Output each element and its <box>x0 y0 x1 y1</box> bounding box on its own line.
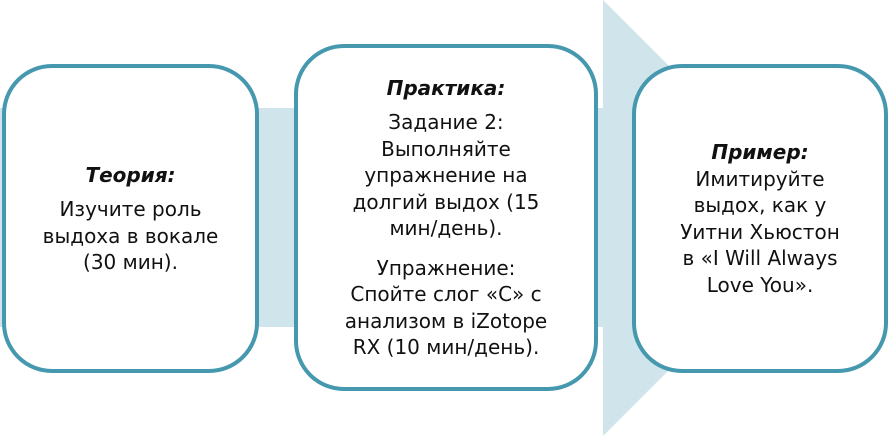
text-line: мин/день). <box>389 216 503 240</box>
text-line: Love You». <box>706 272 814 297</box>
practice-box: Практика: Задание 2: Выполняйте упражнен… <box>294 44 598 391</box>
example-box: Пример: Имитируйте выдох, как у Уитни Хь… <box>632 64 888 373</box>
example-text: Имитируйте выдох, как у Уитни Хьюстон в … <box>680 166 840 299</box>
text-line: выдоха в вокале <box>42 223 219 248</box>
text-line: долгий выдох (15 <box>352 189 540 214</box>
practice-task: Задание 2: Выполняйте упражнение на долг… <box>353 109 540 242</box>
text-line: упражнение на <box>364 163 528 187</box>
text-line: (30 мин). <box>83 250 178 274</box>
text-line: Выполняйте <box>381 136 511 161</box>
text-line: Упражнение: <box>376 255 516 280</box>
text-line: Спойте слог «С» с <box>350 282 542 306</box>
text-line: Уитни Хьюстон <box>680 219 840 244</box>
practice-title: Практика: <box>386 75 506 100</box>
text-line: Имитируйте <box>695 166 825 191</box>
practice-exercise: Упражнение: Спойте слог «С» с анализом в… <box>345 255 547 361</box>
theory-title: Теория: <box>85 162 176 187</box>
text-line: RX (10 мин/день). <box>352 335 540 359</box>
text-line: Изучите роль <box>59 197 202 221</box>
text-line: в «I Will Always <box>682 246 838 270</box>
text-line: Задание 2: <box>388 110 504 134</box>
theory-box: Теория: Изучите роль выдоха в вокале (30… <box>2 64 259 373</box>
text-line: анализом в iZotope <box>344 308 548 333</box>
example-title: Пример: <box>711 140 809 164</box>
text-line: выдох, как у <box>693 193 827 217</box>
theory-text: Изучите роль выдоха в вокале (30 мин). <box>43 196 219 276</box>
